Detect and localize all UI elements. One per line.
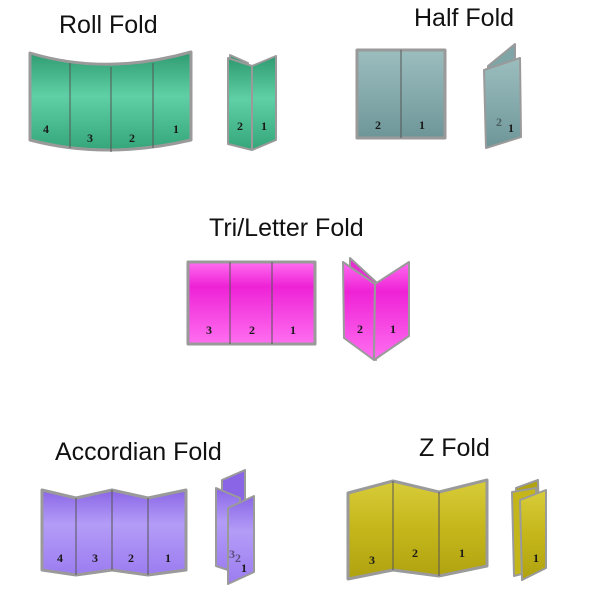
z-fold-folded: 1 [511,479,547,581]
z-fold-crease-lines [392,481,440,576]
roll-fold-crease-lines [69,63,154,152]
z-folded-front-panel [519,489,547,581]
tri-fold-folded: 2 1 [342,257,410,361]
tri-folded-num-1: 1 [390,322,396,336]
tri-folded-right-panel [373,261,410,361]
half-folded-front-panel [483,57,522,149]
tri-fold-flat: 3 2 1 [186,260,317,346]
roll-folded-num-1: 1 [261,119,267,133]
accordian-flat-num-2: 2 [128,551,134,565]
z-flat-num-3: 3 [369,553,375,567]
accordian-fold-crease-lines [75,490,149,575]
tri-flat-num-3: 3 [206,323,212,337]
half-fold-title: Half Fold [414,4,514,32]
z-fold-flat: 3 2 1 [346,478,489,581]
accordian-flat-num-3: 3 [92,551,98,565]
accordian-fold-flat: 4 3 2 1 [40,488,188,577]
z-folded-num-1: 1 [533,551,539,565]
half-fold-folded: 2 1 [483,43,522,149]
tri-flat-num-2: 2 [249,323,255,337]
half-fold-flat: 2 1 [355,48,447,140]
roll-folded-right-panel [251,55,277,151]
roll-fold-flat: 4 3 2 1 [28,50,193,152]
roll-folded-left-panel [227,57,253,151]
tri-flat-num-1: 1 [290,323,296,337]
half-folded-num-2: 2 [496,115,502,129]
accordian-folded-num-1: 1 [241,561,247,575]
half-flat-num-1: 1 [419,118,425,132]
tri-fold-title: Tri/Letter Fold [209,214,364,242]
accordian-folded-num-3: 3 [229,547,235,561]
tri-fold-crease-lines [229,262,273,344]
z-flat-num-1: 1 [459,546,465,560]
tri-folded-num-2: 2 [357,322,363,336]
roll-fold-folded: 2 1 [227,54,277,151]
roll-flat-num-3: 3 [87,131,93,145]
roll-fold-title: Roll Fold [59,11,158,39]
roll-folded-num-2: 2 [237,119,243,133]
z-fold-flat-sheet [346,478,489,581]
half-folded-num-1: 1 [508,121,514,135]
z-fold-group: Z Fold 3 2 1 1 [346,434,547,581]
accordian-fold-group: Accordian Fold 4 3 2 1 3 2 1 [40,438,255,585]
accordian-folded-num-2: 2 [235,551,241,565]
tri-fold-group: Tri/Letter Fold 3 2 1 2 1 [186,214,410,361]
roll-flat-num-1: 1 [173,122,179,136]
accordian-fold-folded: 3 2 1 [215,469,255,585]
accordian-flat-num-4: 4 [57,551,63,565]
accordian-fold-flat-sheet [40,488,188,577]
tri-fold-flat-sheet [186,260,317,346]
accordian-flat-num-1: 1 [165,551,171,565]
roll-flat-num-2: 2 [129,131,135,145]
accordian-folded-front-panel [227,495,255,585]
z-flat-num-2: 2 [412,546,418,560]
z-fold-title: Z Fold [419,434,490,462]
half-fold-group: Half Fold 2 1 2 1 [355,4,522,149]
accordian-fold-title: Accordian Fold [55,438,222,466]
roll-fold-group: Roll Fold 4 3 2 1 2 1 [28,11,277,152]
roll-flat-num-4: 4 [43,122,49,136]
half-flat-num-2: 2 [375,118,381,132]
